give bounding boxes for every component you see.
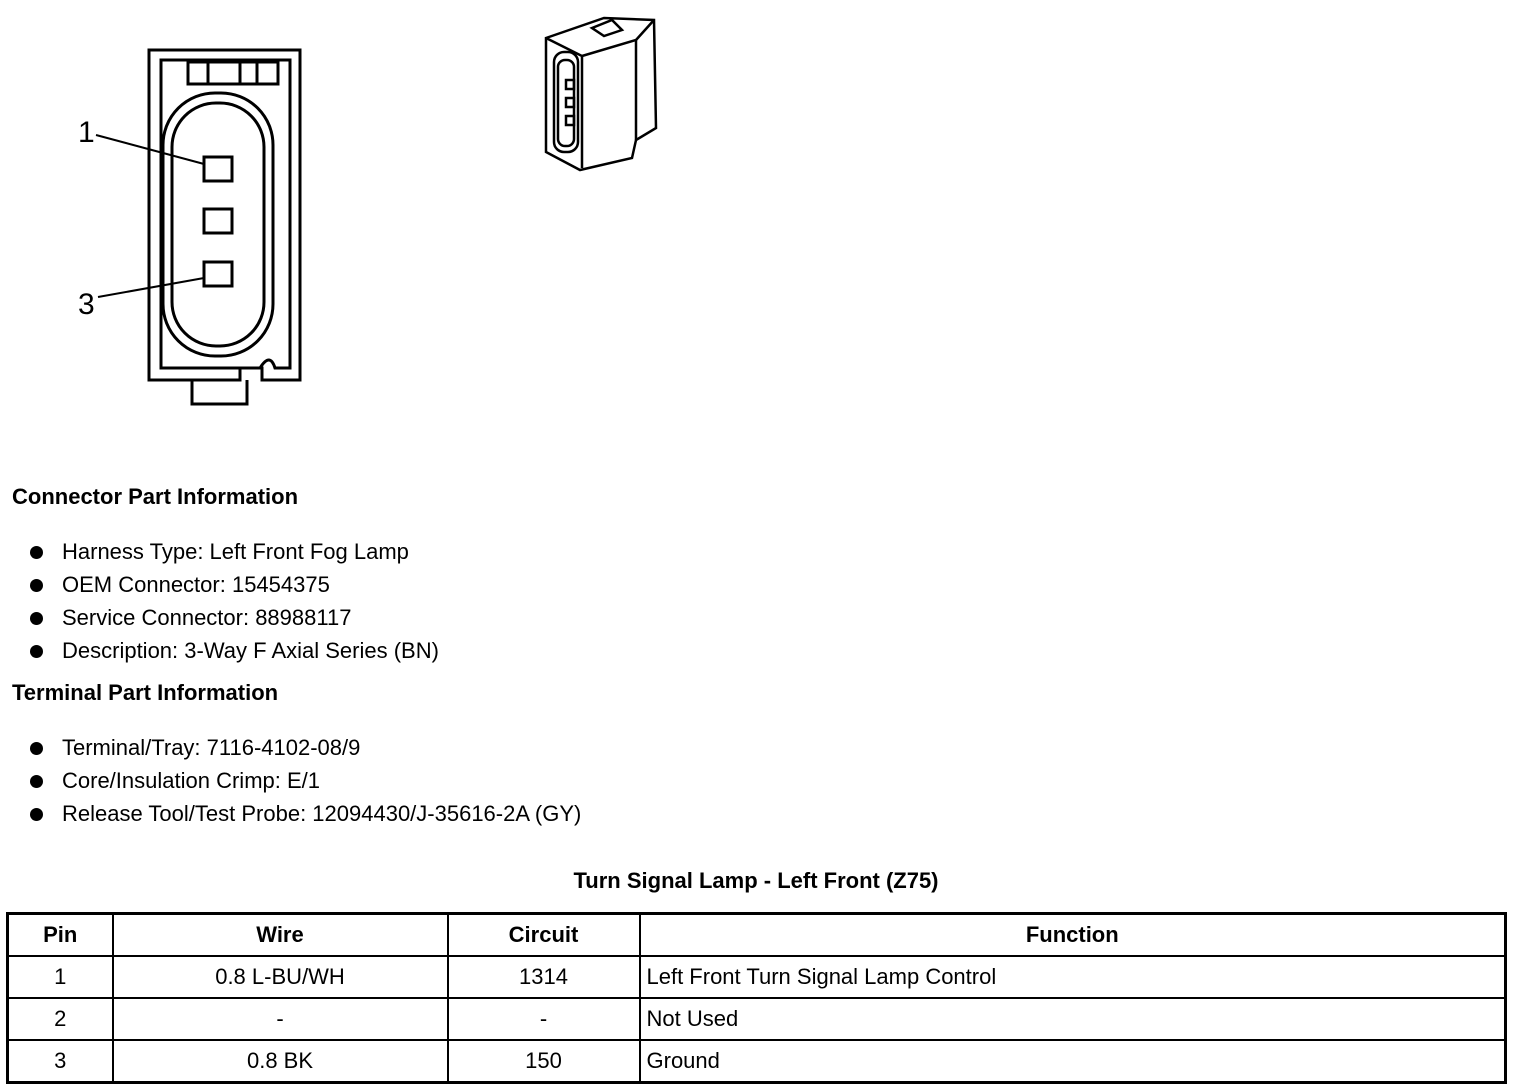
terminal-info-title: Terminal Part Information	[12, 680, 279, 705]
table-row: 2 - - Not Used	[6, 997, 1507, 1041]
list-item: Core/Insulation Crimp: E/1	[30, 764, 581, 797]
cell-function: Not Used	[638, 997, 1507, 1041]
table-row: 1 0.8 L-BU/WH 1314 Left Front Turn Signa…	[6, 955, 1507, 999]
col-header-pin: Pin	[6, 912, 114, 957]
cell-circuit: -	[446, 997, 641, 1041]
bullet-icon	[30, 579, 43, 592]
list-item: Description: 3-Way F Axial Series (BN)	[30, 634, 439, 667]
col-header-circuit: Circuit	[446, 912, 641, 957]
connector-iso-view	[544, 16, 658, 172]
pin-cavity-3	[202, 260, 234, 288]
connector-info-list: Harness Type: Left Front Fog Lamp OEM Co…	[30, 535, 439, 667]
bullet-icon	[30, 546, 43, 559]
cell-circuit: 1314	[446, 955, 641, 999]
list-item: Terminal/Tray: 7116-4102-08/9	[30, 731, 581, 764]
bullet-icon	[30, 808, 43, 821]
connector-info-title: Connector Part Information	[12, 484, 299, 509]
cell-wire: 0.8 BK	[111, 1039, 449, 1084]
pin-label-3: 3	[78, 288, 95, 321]
list-item: Service Connector: 88988117	[30, 601, 439, 634]
list-item: OEM Connector: 15454375	[30, 568, 439, 601]
bullet-icon	[30, 742, 43, 755]
cell-pin: 3	[6, 1039, 114, 1084]
cell-pin: 1	[6, 955, 114, 999]
bullet-icon	[30, 612, 43, 625]
connector-diagram: 1 3	[78, 16, 658, 406]
bullet-icon	[30, 645, 43, 658]
cell-function: Ground	[638, 1039, 1507, 1084]
col-header-function: Function	[638, 912, 1507, 957]
cell-function: Left Front Turn Signal Lamp Control	[638, 955, 1507, 999]
list-item: Harness Type: Left Front Fog Lamp	[30, 535, 439, 568]
table-header-row: Pin Wire Circuit Function	[6, 912, 1507, 957]
pin-label-1: 1	[78, 116, 95, 149]
cell-circuit: 150	[446, 1039, 641, 1084]
cell-wire: 0.8 L-BU/WH	[111, 955, 449, 999]
pin-cavity-1	[202, 155, 234, 183]
cell-pin: 2	[6, 997, 114, 1041]
connector-face-view	[95, 48, 302, 406]
bullet-icon	[30, 775, 43, 788]
list-item: Release Tool/Test Probe: 12094430/J-3561…	[30, 797, 581, 830]
pin-table-title: Turn Signal Lamp - Left Front (Z75)	[573, 868, 939, 893]
table-row: 3 0.8 BK 150 Ground	[6, 1039, 1507, 1084]
col-header-wire: Wire	[111, 912, 449, 957]
terminal-info-list: Terminal/Tray: 7116-4102-08/9 Core/Insul…	[30, 731, 581, 830]
cell-wire: -	[111, 997, 449, 1041]
pin-table: Pin Wire Circuit Function 1 0.8 L-BU/WH …	[6, 912, 1507, 1084]
pin-cavity-2	[202, 207, 234, 235]
